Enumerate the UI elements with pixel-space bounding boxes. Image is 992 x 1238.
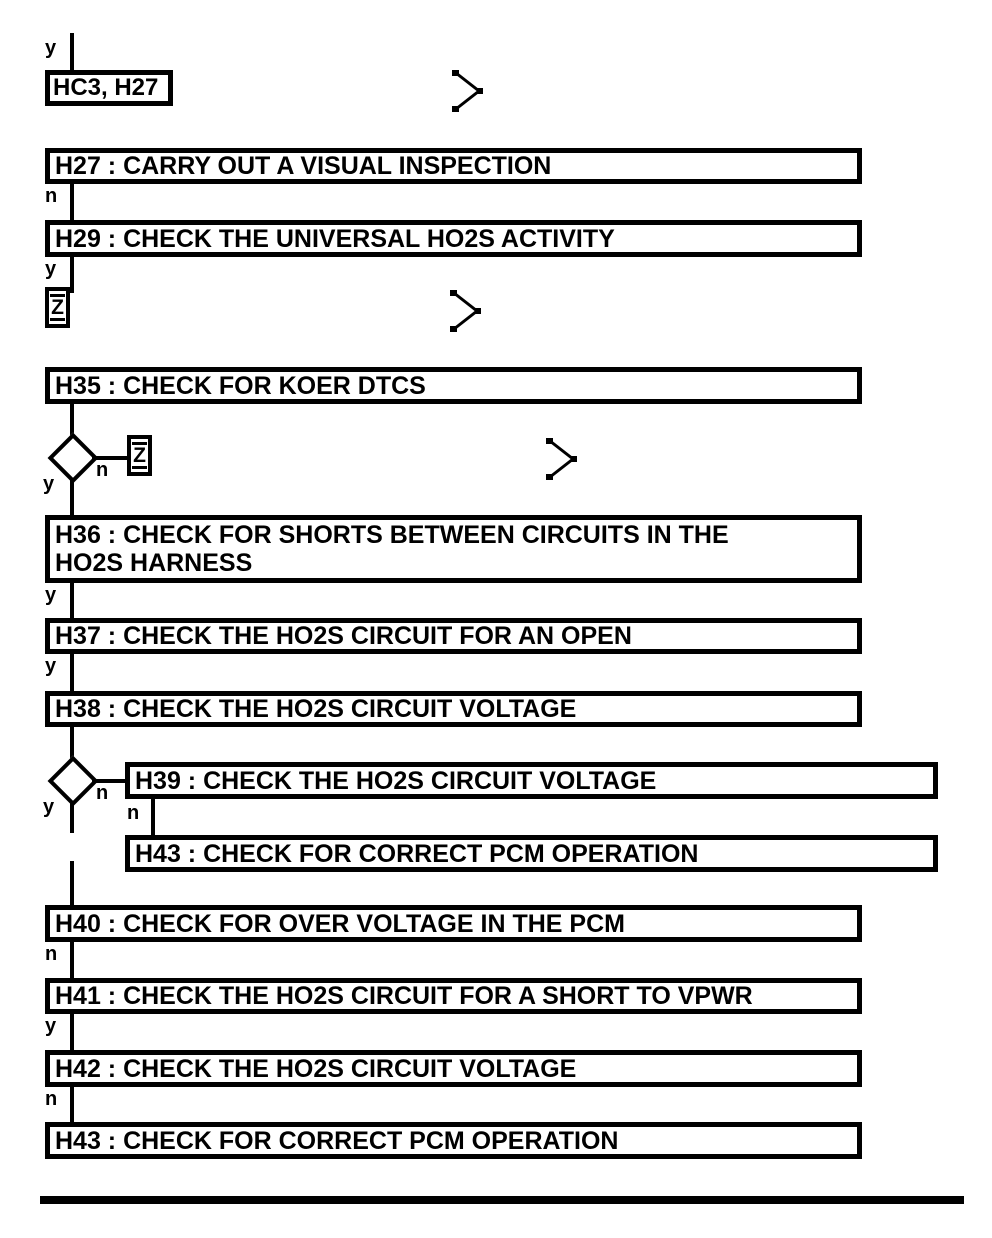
flow-line-h38-d2 <box>70 727 74 763</box>
flow-box-h40-label: H40 : CHECK FOR OVER VOLTAGE IN THE PCM <box>55 909 625 938</box>
flow-line-d1-h36 <box>70 479 74 515</box>
continue-arrow-icon-1 <box>452 70 483 112</box>
flow-line-h27-h29 <box>70 184 74 220</box>
flow-line-h35-d1 <box>70 404 74 440</box>
flow-box-h43a-label: H43 : CHECK FOR CORRECT PCM OPERATION <box>135 839 699 868</box>
flow-line-gap-h40 <box>70 861 74 905</box>
flow-box-h42-label: H42 : CHECK THE HO2S CIRCUIT VOLTAGE <box>55 1054 577 1083</box>
branch-label-h41-y: y <box>45 1015 57 1037</box>
flow-line-h40-h41 <box>70 942 74 978</box>
flow-box-h42: H42 : CHECK THE HO2S CIRCUIT VOLTAGE <box>45 1050 862 1087</box>
flow-box-h41: H41 : CHECK THE HO2S CIRCUIT FOR A SHORT… <box>45 978 862 1014</box>
branch-label-h29-y: y <box>45 258 57 280</box>
flow-line-h42-h43b <box>70 1087 74 1122</box>
branch-label-h37-y: y <box>45 655 57 677</box>
flow-box-h37: H37 : CHECK THE HO2S CIRCUIT FOR AN OPEN <box>45 618 862 654</box>
branch-label-d2-n: n <box>96 782 109 804</box>
flow-line-h29-z <box>70 257 74 293</box>
branch-label-h27-n: n <box>45 185 58 207</box>
offpage-connector-z1-label: Z <box>50 294 65 321</box>
flow-box-h43b: H43 : CHECK FOR CORRECT PCM OPERATION <box>45 1122 862 1159</box>
branch-label-h42-n: n <box>45 1088 58 1110</box>
flow-line-top <box>70 33 74 70</box>
flow-box-h29-label: H29 : CHECK THE UNIVERSAL HO2S ACTIVITY <box>55 224 615 253</box>
page-bottom-rule <box>40 1196 964 1204</box>
flow-box-h38-label: H38 : CHECK THE HO2S CIRCUIT VOLTAGE <box>55 695 577 723</box>
flow-box-h35-label: H35 : CHECK FOR KOER DTCS <box>55 371 426 400</box>
branch-label-d1-y: y <box>43 473 55 495</box>
flow-box-h35: H35 : CHECK FOR KOER DTCS <box>45 367 862 404</box>
flow-box-h39: H39 : CHECK THE HO2S CIRCUIT VOLTAGE <box>125 762 938 799</box>
offpage-connector-z2-label: Z <box>132 442 147 469</box>
offpage-connector-z1: Z <box>45 287 70 328</box>
flow-box-h43b-label: H43 : CHECK FOR CORRECT PCM OPERATION <box>55 1126 619 1155</box>
continue-arrow-icon-2 <box>450 290 481 332</box>
flow-line-h41-h42 <box>70 1014 74 1050</box>
flow-line-d1-z2 <box>92 456 127 460</box>
flow-box-h43a: H43 : CHECK FOR CORRECT PCM OPERATION <box>125 835 938 872</box>
flow-box-h36-line2: HO2S HARNESS <box>55 549 253 577</box>
offpage-connector-z2: Z <box>127 435 152 476</box>
decision-diamond-1 <box>47 432 99 484</box>
entry-connector-label: HC3, H27 <box>53 74 159 101</box>
flow-box-h38: H38 : CHECK THE HO2S CIRCUIT VOLTAGE <box>45 691 862 727</box>
flow-box-h39-label: H39 : CHECK THE HO2S CIRCUIT VOLTAGE <box>135 766 657 795</box>
branch-label-h40-n: n <box>45 943 58 965</box>
flow-box-h27-label: H27 : CARRY OUT A VISUAL INSPECTION <box>55 152 552 180</box>
branch-label-h36-y: y <box>45 584 57 606</box>
flow-box-h29: H29 : CHECK THE UNIVERSAL HO2S ACTIVITY <box>45 220 862 257</box>
flow-box-h27: H27 : CARRY OUT A VISUAL INSPECTION <box>45 148 862 184</box>
branch-label-h39-n: n <box>127 802 140 824</box>
flow-box-h41-label: H41 : CHECK THE HO2S CIRCUIT FOR A SHORT… <box>55 982 753 1010</box>
flow-box-h36: H36 : CHECK FOR SHORTS BETWEEN CIRCUITS … <box>45 515 862 583</box>
branch-label-top-y: y <box>45 37 57 59</box>
flow-line-h39-h43a <box>151 799 155 835</box>
flow-line-h37-h38 <box>70 654 74 691</box>
branch-label-d1-n: n <box>96 459 109 481</box>
flow-box-h40: H40 : CHECK FOR OVER VOLTAGE IN THE PCM <box>45 905 862 942</box>
branch-label-d2-y: y <box>43 796 55 818</box>
continue-arrow-icon-3 <box>546 438 577 480</box>
flow-line-h36-h37 <box>70 583 74 618</box>
flow-line-d2-gap <box>70 802 74 833</box>
flow-box-h36-line1: H36 : CHECK FOR SHORTS BETWEEN CIRCUITS … <box>55 521 729 549</box>
flow-line-d2-h39 <box>92 779 125 783</box>
flow-connector-entry: HC3, H27 <box>45 70 173 106</box>
flow-box-h37-label: H37 : CHECK THE HO2S CIRCUIT FOR AN OPEN <box>55 622 632 650</box>
decision-diamond-2 <box>47 755 99 807</box>
